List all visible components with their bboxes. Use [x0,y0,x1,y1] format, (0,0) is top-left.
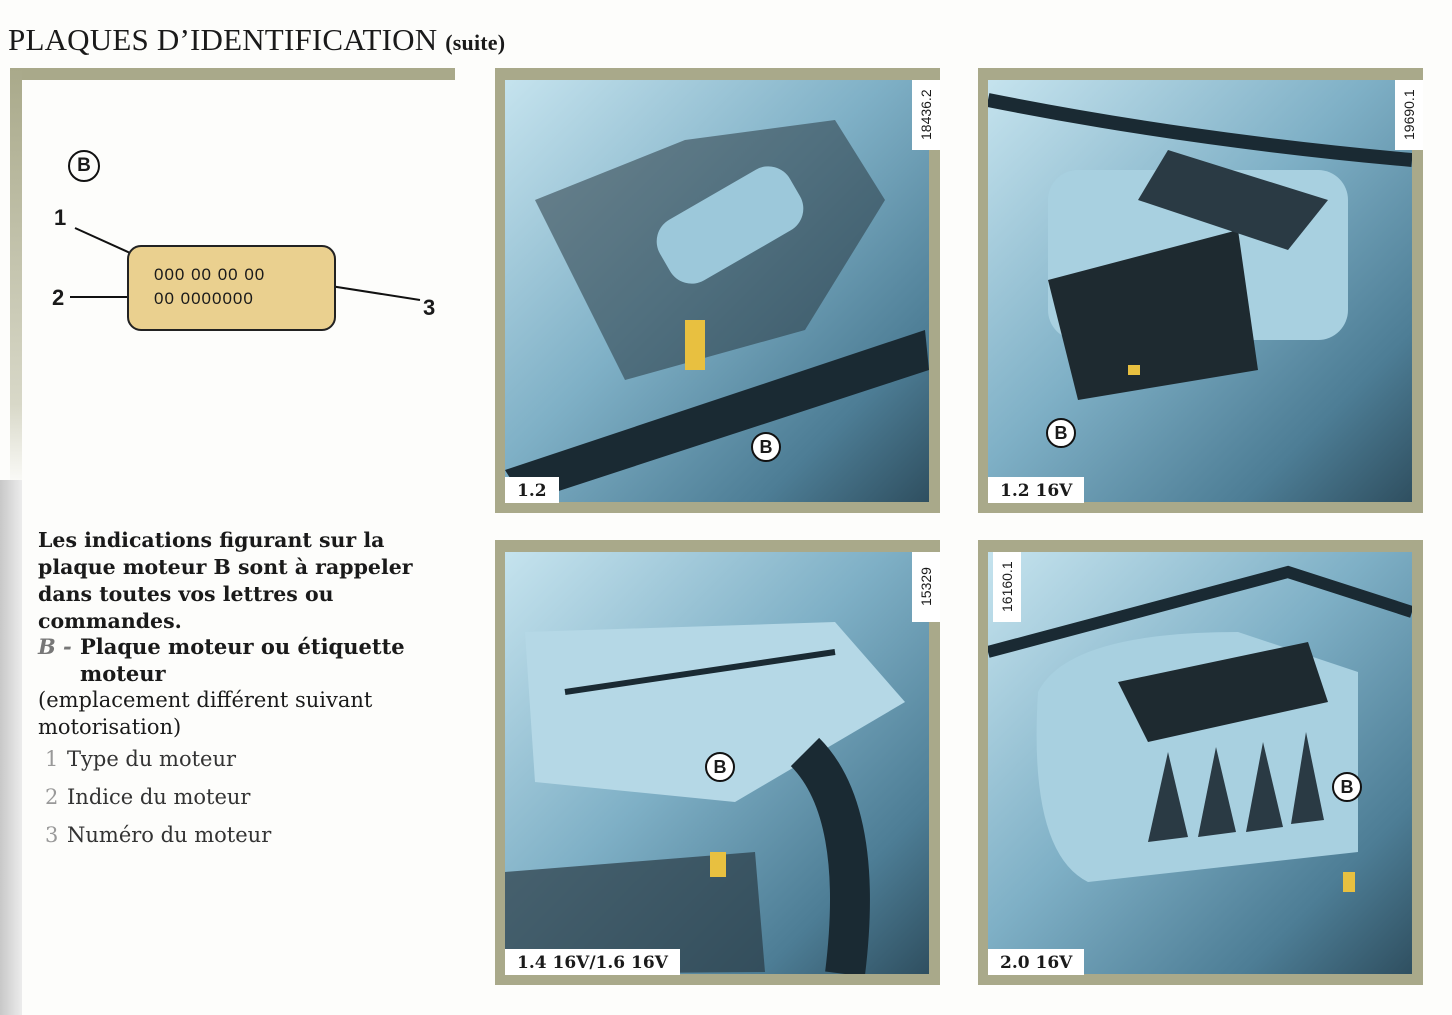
item-indice: Indice du moteur [67,785,251,809]
title-subtitle: (suite) [445,30,506,55]
page-title: PLAQUES D’IDENTIFICATION (suite) [8,22,505,58]
title-text: PLAQUES D’IDENTIFICATION [8,22,438,57]
photo-engine-2-0-16v: 16160.1 B 2.0 16V [978,540,1423,985]
engine-label: 1.2 [505,477,559,503]
photo-engine-1-2-16v: 19690.1 B 1.2 16V [978,68,1423,513]
callout-2: 2 [52,285,65,310]
page-gutter [0,480,22,1015]
figure-code: 18436.2 [912,80,940,150]
intro-text: Les indications figurant sur la plaque m… [38,528,413,633]
engine-illustration [988,80,1412,502]
callout-1: 1 [54,205,67,230]
photo-engine-1-4-1-6-16v: 15329 B 1.4 16V/1.6 16V [495,540,940,985]
plate-line-2: 00 0000000 [154,289,254,308]
engine-label: 1.4 16V/1.6 16V [505,949,680,975]
item-type: Type du moteur [67,747,237,771]
engine-label: 1.2 16V [988,477,1085,503]
frame-top [10,68,455,80]
plate-line-1: 000 00 00 00 [154,265,266,284]
figure-code: 16160.1 [993,552,1021,622]
b-label: B - [38,634,72,659]
engine-label: 2.0 16V [988,949,1085,975]
b-note: (emplacement différent suivant motorisat… [38,688,373,739]
callout-3: 3 [423,295,436,320]
frame-left [10,68,22,488]
engine-illustration [988,552,1412,974]
item-number: 1 [45,747,59,771]
plate-marker: B [68,150,100,182]
engine-illustration [505,80,929,502]
marker-b: B [1046,418,1076,448]
marker-b: B [1332,772,1362,802]
b-title: Plaque moteur ou étiquette moteur [80,634,405,686]
item-numero: Numéro du moteur [67,823,272,847]
figure-code: 15329 [912,552,940,622]
marker-b: B [705,752,735,782]
figure-code: 19690.1 [1395,80,1423,150]
engine-plate: 000 00 00 00 00 0000000 [127,245,336,331]
item-number: 2 [45,785,59,809]
photo-engine-1-2: 18436.2 B 1.2 [495,68,940,513]
item-number: 3 [45,823,59,847]
marker-b: B [751,432,781,462]
